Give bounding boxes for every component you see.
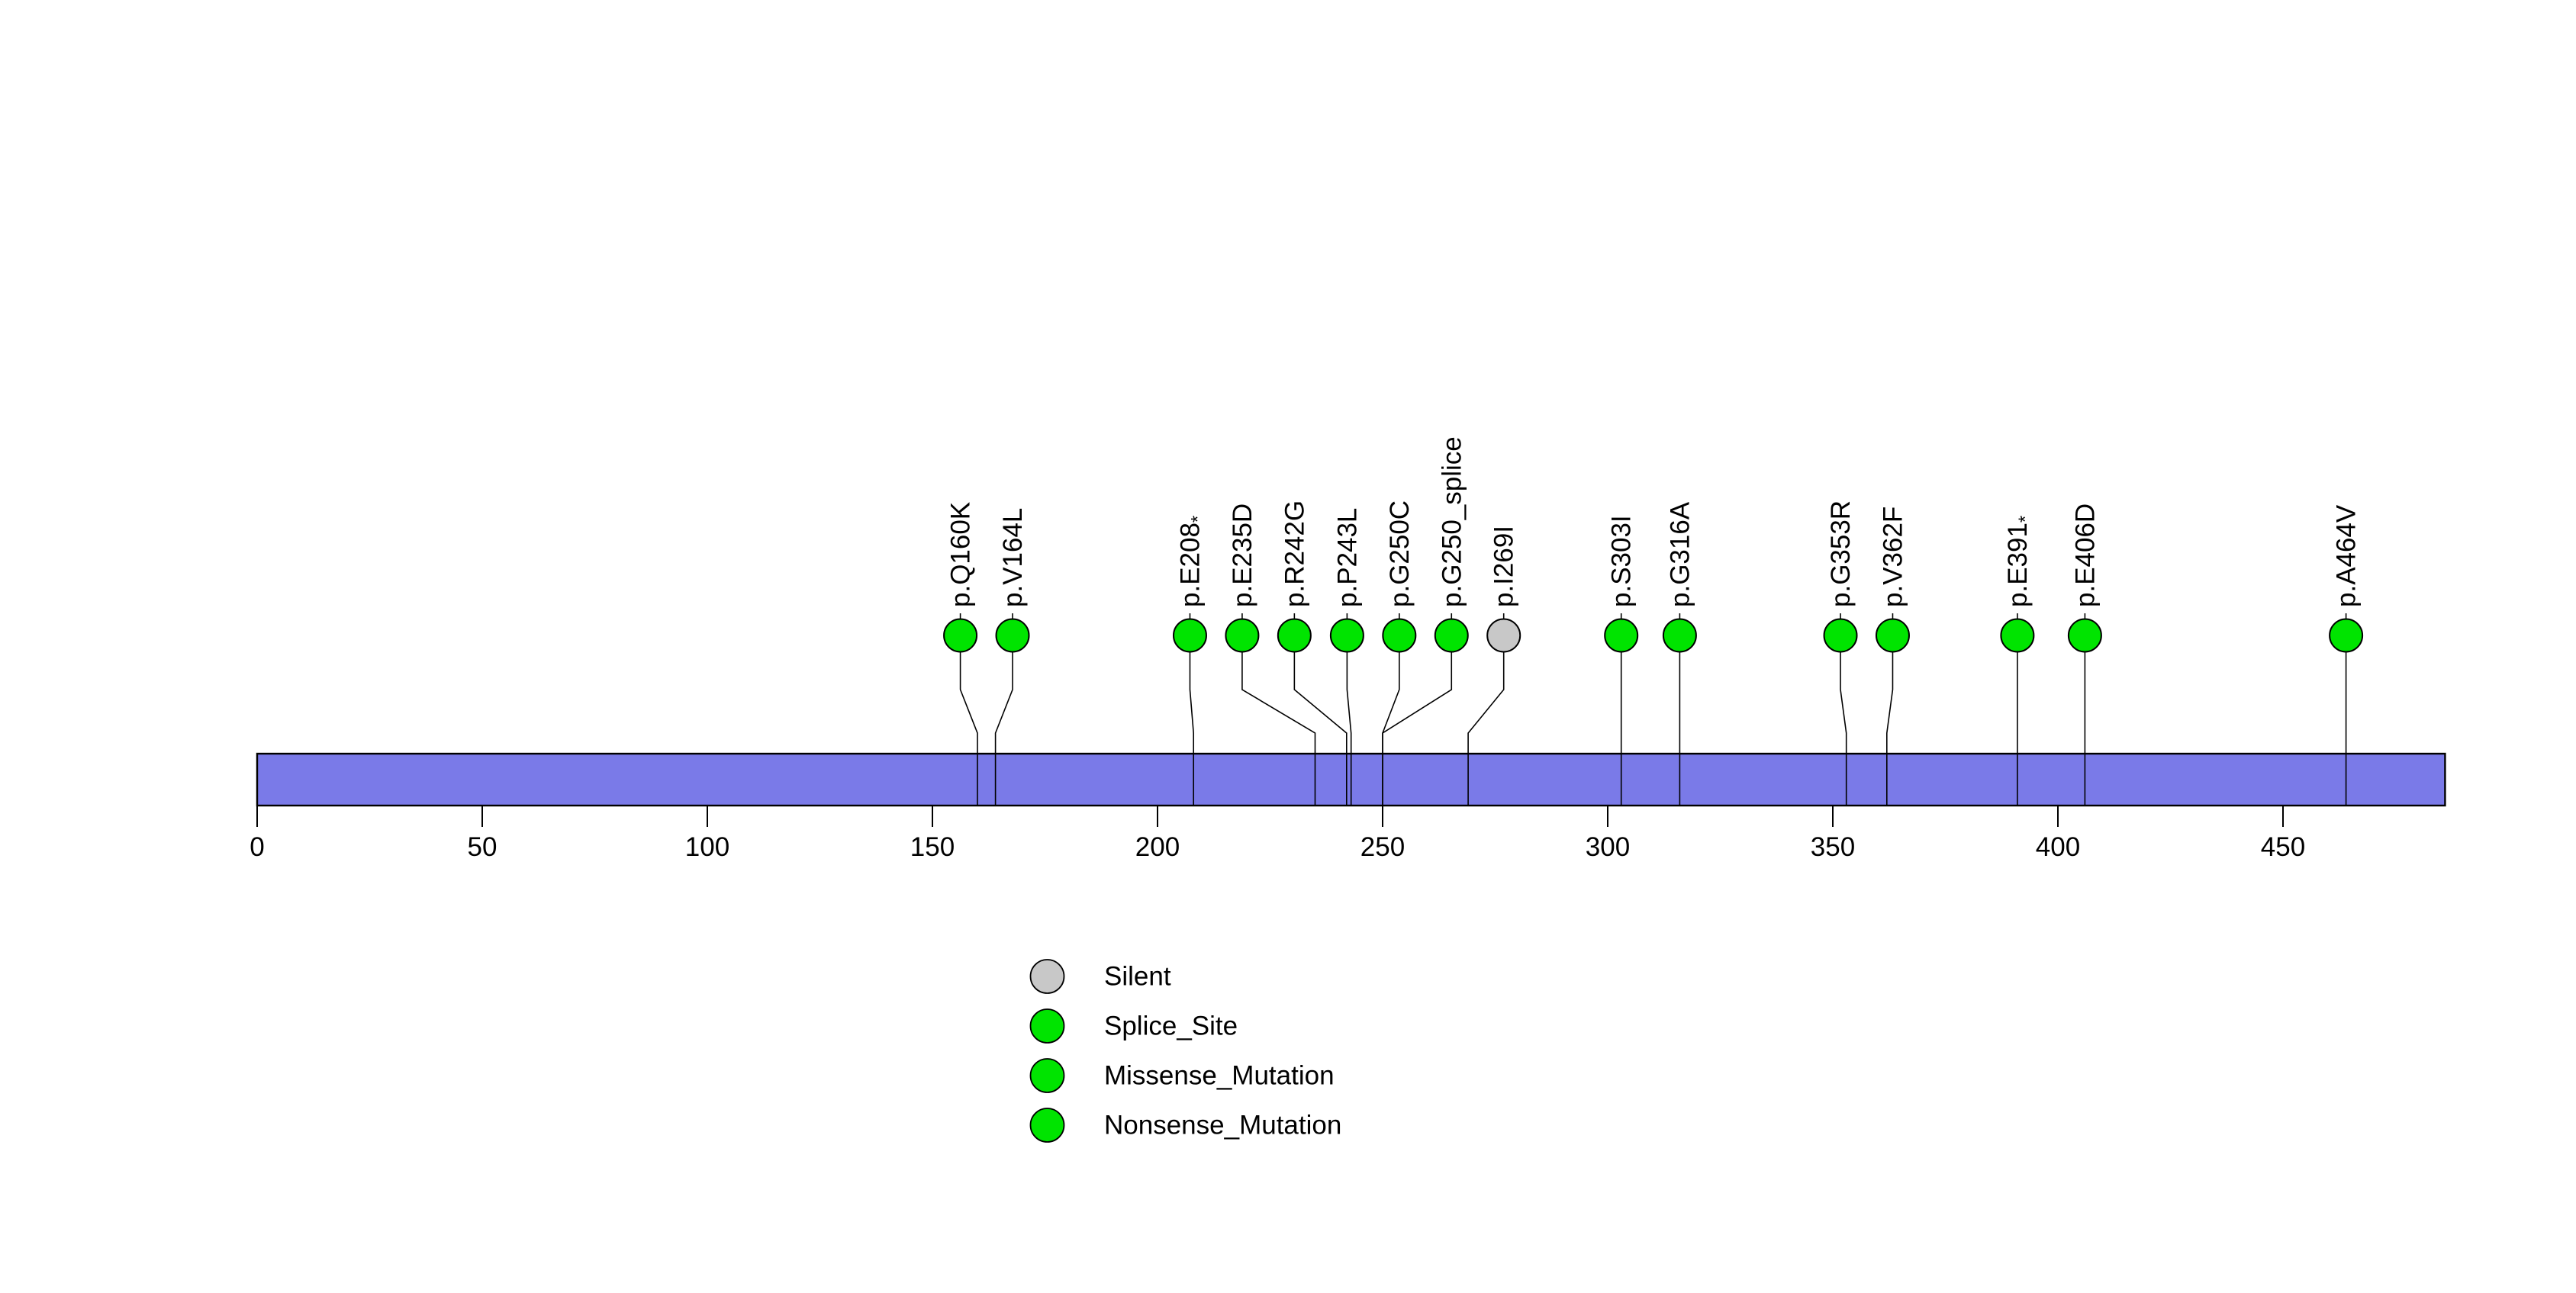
connector-lines-layer bbox=[959, 613, 2347, 620]
mutation-circle bbox=[943, 618, 978, 653]
legend-swatch bbox=[1029, 1108, 1065, 1143]
legend-label: Splice_Site bbox=[1104, 1012, 1238, 1041]
mutation-connector bbox=[1840, 651, 1847, 806]
mutation-connector bbox=[959, 651, 978, 806]
legend-swatch bbox=[1029, 1058, 1065, 1093]
legend-item: Silent bbox=[1029, 959, 1171, 994]
mutation-connector bbox=[1189, 651, 1194, 806]
mutation-label: p.E235D bbox=[1227, 503, 1257, 607]
axis-tick-label: 350 bbox=[1811, 832, 1855, 862]
legend-item: Splice_Site bbox=[1029, 1008, 1238, 1044]
mutation-circle bbox=[2000, 618, 2035, 653]
mutation-connector bbox=[994, 651, 1013, 806]
legend-item: Nonsense_Mutation bbox=[1029, 1108, 1341, 1143]
mutation-circle bbox=[2329, 618, 2364, 653]
axis-tick-label: 300 bbox=[1586, 832, 1630, 862]
mutation-circle bbox=[1382, 618, 1417, 653]
mutation-circle bbox=[1225, 618, 1260, 653]
axis-tick-label: 250 bbox=[1360, 832, 1405, 862]
legend-label: Silent bbox=[1104, 962, 1171, 992]
legend-swatch bbox=[1029, 1008, 1065, 1044]
mutation-label: p.A464V bbox=[2331, 504, 2361, 607]
mutation-circle bbox=[1875, 618, 1910, 653]
axis-tick-label: 200 bbox=[1135, 832, 1180, 862]
mutation-connector bbox=[1293, 651, 1348, 806]
mutation-label: p.G316A bbox=[1665, 501, 1695, 607]
mutation-labels-layer: p.Q160K p.V164L p.E208* p.E235D p.R242G p.P24… bbox=[945, 436, 2361, 607]
mutation-label: p.S303I bbox=[1606, 515, 1636, 607]
axis-tick-label: 100 bbox=[685, 832, 729, 862]
mutation-circle bbox=[1662, 618, 1697, 653]
legend-item: Missense_Mutation bbox=[1029, 1058, 1335, 1093]
bar-crossing-lines-layer bbox=[959, 651, 2347, 806]
mutation-label: p.V164L bbox=[998, 508, 1028, 607]
mutation-label: p.V362F bbox=[1878, 507, 1908, 607]
mutation-circle bbox=[995, 618, 1030, 653]
axis-tick-label: 400 bbox=[2036, 832, 2080, 862]
mutation-circle bbox=[1172, 618, 1207, 653]
legend-layer: SilentSplice_SiteMissense_MutationNonsen… bbox=[1029, 959, 1341, 1143]
mutation-label: p.R242G bbox=[1280, 500, 1309, 607]
mutation-connector bbox=[1467, 651, 1505, 806]
mutation-circle bbox=[1434, 618, 1469, 653]
mutation-label: p.P243L bbox=[1332, 508, 1362, 607]
mutation-circle bbox=[1486, 618, 1521, 653]
axis-tick-label: 450 bbox=[2261, 832, 2305, 862]
mutation-label: p.E208* bbox=[1175, 516, 1208, 607]
axis-tick-label: 0 bbox=[250, 832, 264, 862]
mutation-label: p.E391* bbox=[2002, 516, 2035, 607]
mutation-connector bbox=[1346, 651, 1352, 806]
axis-layer: 0 50 100 150 200 250 300 350 400 450 bbox=[250, 806, 2305, 862]
legend-label: Missense_Mutation bbox=[1104, 1061, 1335, 1091]
axis-tick-label: 150 bbox=[910, 832, 955, 862]
legend-swatch bbox=[1029, 959, 1065, 994]
legend-label: Nonsense_Mutation bbox=[1104, 1111, 1341, 1140]
mutation-circle bbox=[1277, 618, 1312, 653]
mutation-label: p.Q160K bbox=[945, 502, 975, 607]
mutation-circle bbox=[1604, 618, 1639, 653]
lollipops-layer bbox=[943, 618, 2364, 653]
mutation-label: p.G353R bbox=[1826, 500, 1856, 607]
mutation-circle bbox=[1329, 618, 1364, 653]
mutation-connector bbox=[1886, 651, 1894, 806]
mutation-label: p.G250C bbox=[1384, 500, 1414, 607]
mutation-label: p.I269I bbox=[1489, 526, 1518, 607]
mutation-connector bbox=[1382, 651, 1453, 806]
mutation-circle bbox=[1823, 618, 1858, 653]
axis-tick-label: 50 bbox=[468, 832, 497, 862]
mutation-label: p.E406D bbox=[2070, 503, 2100, 607]
mutation-label: p.G250_splice bbox=[1437, 436, 1467, 607]
mutation-connector bbox=[1241, 651, 1316, 806]
mutation-circle bbox=[2067, 618, 2102, 653]
